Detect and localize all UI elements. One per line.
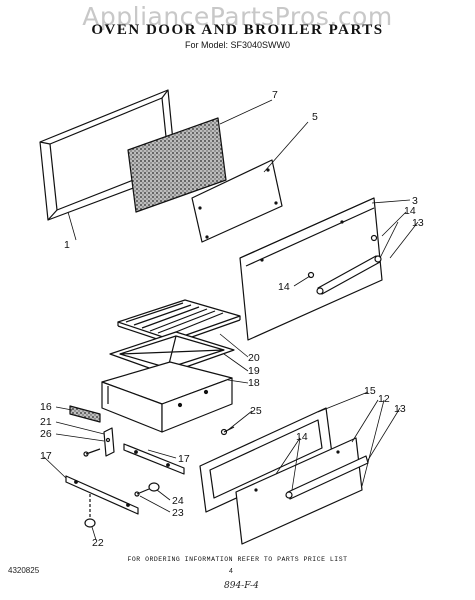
callout-21: 21 — [40, 416, 52, 428]
callout-1: 1 — [64, 239, 70, 251]
callout-25: 25 — [250, 405, 262, 417]
callout-19: 19 — [248, 365, 260, 377]
part-14-door-handle — [307, 234, 382, 295]
part-5-door-window — [191, 159, 283, 243]
part-22-leveler — [84, 494, 96, 528]
catalog-number: 4320825 — [8, 566, 40, 575]
callout-13-broiler: 13 — [394, 403, 406, 415]
callout-17-right: 17 — [178, 453, 190, 465]
part-17-slide-right — [123, 443, 185, 475]
callout-3: 3 — [412, 195, 418, 207]
callout-24: 24 — [172, 495, 184, 507]
part-18-broiler-drawer — [101, 361, 233, 433]
part-23-roller-screw — [134, 488, 150, 497]
callout-23: 23 — [172, 507, 184, 519]
callout-17-left: 17 — [40, 450, 52, 462]
callout-7: 7 — [272, 89, 278, 101]
part-17-slide-left — [65, 475, 139, 515]
callout-14-broiler: 14 — [296, 431, 308, 443]
part-26-screw — [83, 448, 101, 457]
watermark: AppliancePartsPros.com — [82, 2, 393, 31]
part-7-insulation — [127, 117, 227, 213]
page-number: 4 — [229, 568, 233, 575]
model-subtitle: For Model: SF3040SWW0 — [184, 40, 291, 50]
handwritten-mark: 894-F-4 — [224, 581, 259, 591]
callout-13-door: 13 — [412, 217, 424, 229]
callout-labels: 7 5 1 3 14 13 14 20 19 18 16 25 21 26 17… — [40, 89, 424, 549]
callout-20: 20 — [248, 352, 260, 364]
part-21-bracket — [103, 427, 115, 457]
callout-14-door: 14 — [404, 205, 416, 217]
leader-lines — [43, 99, 419, 541]
part-16-element-plate — [69, 405, 101, 423]
callout-26: 26 — [40, 428, 52, 440]
callout-22: 22 — [92, 537, 104, 549]
callout-18: 18 — [248, 377, 260, 389]
part-24-roller — [148, 482, 160, 492]
callout-16: 16 — [40, 401, 52, 413]
part-19-broiler-pan — [109, 331, 235, 375]
part-3-oven-door-panel — [239, 197, 383, 341]
part-25-fastener — [220, 426, 235, 436]
page-title: OVEN DOOR AND BROILER PARTS — [91, 22, 384, 38]
callout-14-handle: 14 — [278, 281, 290, 293]
callout-5: 5 — [312, 111, 318, 123]
ordering-note: FOR ORDERING INFORMATION REFER TO PARTS … — [127, 556, 348, 563]
callout-12: 12 — [378, 393, 390, 405]
callout-15: 15 — [364, 385, 376, 397]
